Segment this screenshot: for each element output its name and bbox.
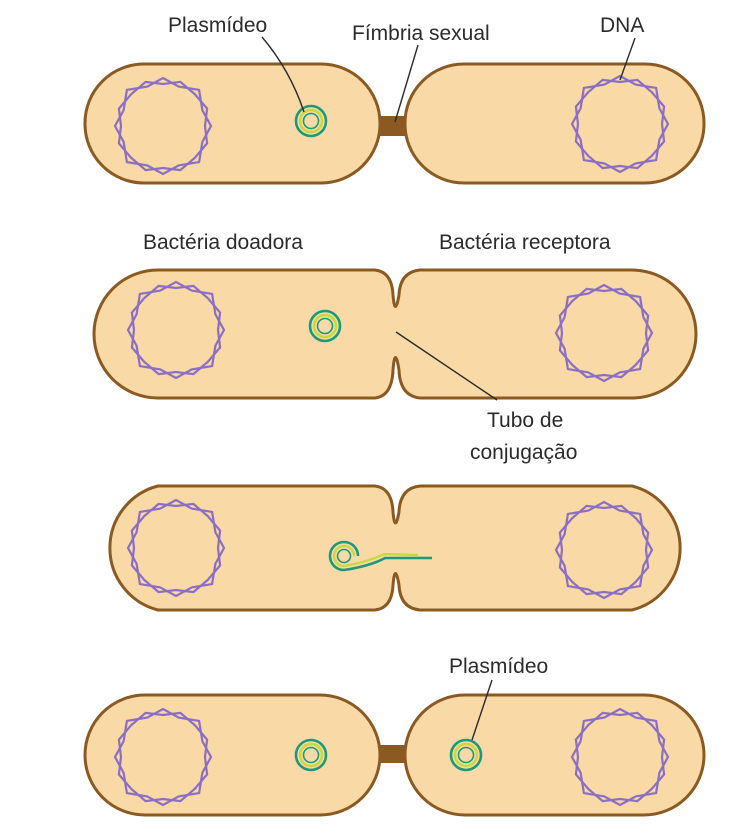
tube-label-line1: Tubo de — [487, 409, 563, 432]
stage-2: Tubo de conjugação — [92, 268, 698, 464]
recipient-label: Bactéria receptora — [439, 231, 611, 254]
tube-label-line2: conjugação — [470, 441, 577, 464]
stage-4: Plasmídeo — [83, 655, 706, 817]
plasmid-label: Plasmídeo — [168, 14, 267, 37]
donor-cell — [83, 693, 382, 817]
dna-label: DNA — [600, 14, 644, 37]
transferring-plasmid-icon — [328, 540, 432, 572]
pilus-label: Fímbria sexual — [352, 22, 490, 45]
recipient-cell — [403, 62, 706, 185]
donor-label: Bactéria doadora — [143, 231, 303, 254]
donor-cell — [83, 62, 382, 185]
stage-1: Plasmídeo Fímbria sexual DNA — [83, 14, 706, 185]
pilus-leader-line — [394, 44, 419, 123]
plasmid-label: Plasmídeo — [449, 655, 548, 678]
tube-leader-line — [395, 331, 498, 401]
recipient-cell — [403, 693, 706, 817]
conjugating-cells — [108, 484, 682, 612]
dna-leader-line — [619, 37, 636, 81]
stage-3 — [108, 484, 682, 612]
plasmid-leader-line — [261, 36, 305, 113]
plasmid-leader-line — [471, 679, 493, 741]
conjugating-cells — [92, 268, 698, 400]
